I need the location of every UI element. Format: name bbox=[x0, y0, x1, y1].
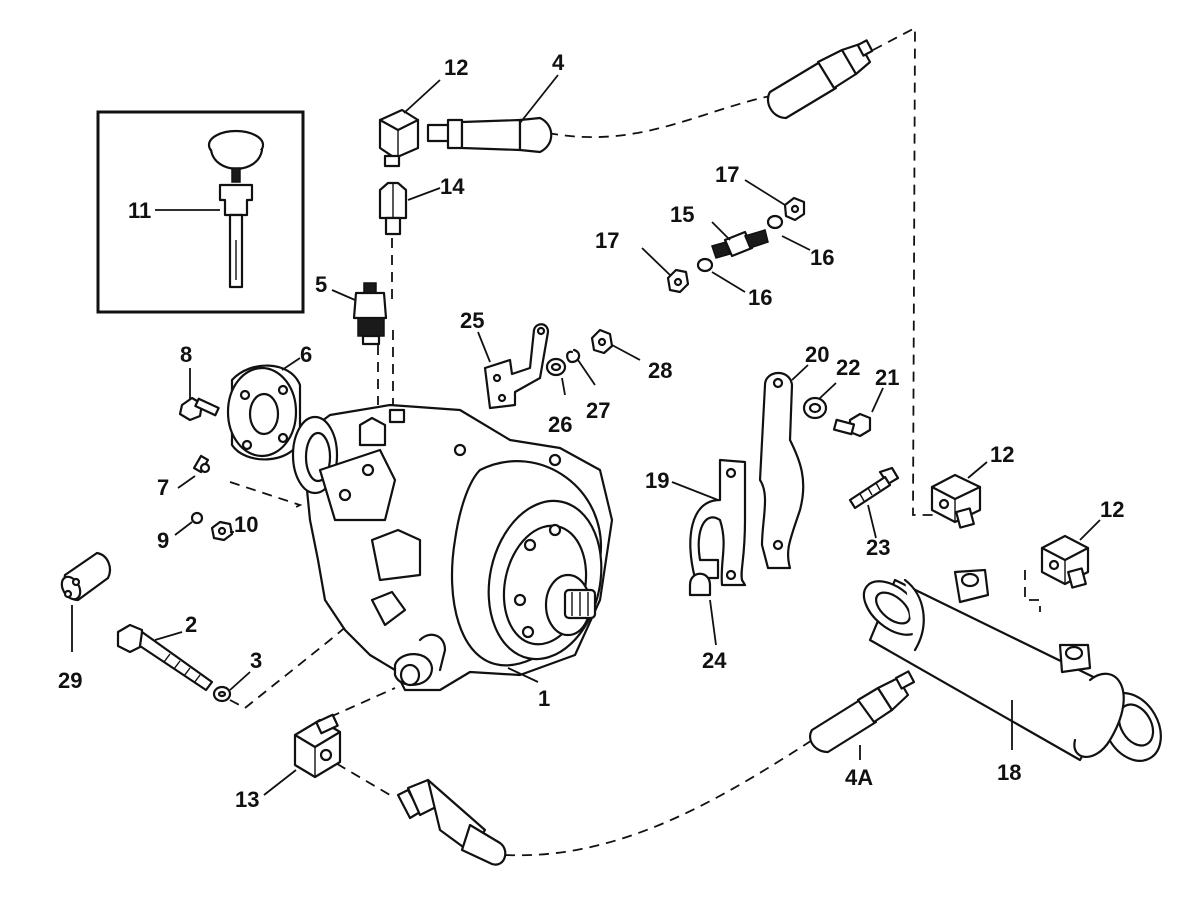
callout-17-left: 17 bbox=[595, 228, 619, 253]
leader-lines bbox=[71, 74, 1101, 796]
elbow-fitting-top bbox=[378, 108, 420, 168]
hose-clamp-19 bbox=[689, 458, 747, 587]
callout-22: 22 bbox=[836, 355, 860, 380]
callout-27: 27 bbox=[586, 398, 610, 423]
callout-21: 21 bbox=[875, 365, 899, 390]
hose-clamp-20 bbox=[758, 371, 805, 570]
callout-8: 8 bbox=[180, 342, 192, 367]
bolts-and-washers-right bbox=[688, 396, 900, 597]
callout-4a: 4A bbox=[845, 765, 873, 790]
callout-7: 7 bbox=[157, 475, 169, 500]
dipstick-inset bbox=[96, 110, 305, 314]
plug-29 bbox=[60, 551, 112, 602]
callout-20: 20 bbox=[805, 342, 829, 367]
adapter-fitting bbox=[378, 181, 408, 236]
callout-24: 24 bbox=[702, 648, 727, 673]
callout-25: 25 bbox=[460, 308, 484, 333]
temperature-sender bbox=[352, 282, 388, 346]
hose-fitting-4a bbox=[809, 670, 916, 754]
callout-11: 11 bbox=[128, 198, 151, 223]
callout-28: 28 bbox=[648, 358, 672, 383]
block-fitting-13 bbox=[293, 713, 342, 779]
callout-17-top: 17 bbox=[715, 162, 739, 187]
hose-fitting-upper-right bbox=[766, 39, 874, 120]
callout-12-far-right: 12 bbox=[1100, 497, 1124, 522]
callout-14: 14 bbox=[440, 174, 465, 199]
transmission-housing bbox=[291, 403, 614, 692]
callout-9: 9 bbox=[157, 528, 169, 553]
callout-18: 18 bbox=[997, 760, 1021, 785]
hose-fitting-bottom bbox=[396, 778, 507, 866]
callout-29: 29 bbox=[58, 668, 82, 693]
callout-2: 2 bbox=[185, 612, 197, 637]
callout-6: 6 bbox=[300, 342, 312, 367]
callout-labels: 1 2 3 4 4A 5 6 7 8 9 10 11 12 12 12 13 1… bbox=[58, 50, 1124, 812]
callout-5: 5 bbox=[315, 272, 327, 297]
callout-1: 1 bbox=[538, 686, 550, 711]
callout-12-top: 12 bbox=[444, 55, 468, 80]
callout-13: 13 bbox=[235, 787, 259, 812]
mounting-bracket-25 bbox=[483, 323, 550, 410]
callout-4: 4 bbox=[552, 50, 565, 75]
callout-23: 23 bbox=[866, 535, 890, 560]
callout-12-right: 12 bbox=[990, 442, 1014, 467]
bolt-and-washer bbox=[116, 623, 232, 703]
hose-fitting-top bbox=[426, 116, 553, 154]
callout-10: 10 bbox=[234, 512, 258, 537]
callout-3: 3 bbox=[250, 648, 262, 673]
heat-exchanger-18 bbox=[862, 568, 1162, 762]
callout-16-lower: 16 bbox=[748, 285, 772, 310]
callout-16-right: 16 bbox=[810, 245, 834, 270]
flange-and-hardware bbox=[178, 364, 302, 542]
stud-and-nuts bbox=[666, 196, 806, 294]
elbow-fittings-right bbox=[930, 473, 1090, 589]
callout-19: 19 bbox=[645, 468, 669, 493]
callout-15: 15 bbox=[670, 202, 694, 227]
callout-26: 26 bbox=[548, 412, 572, 437]
washers-and-nut bbox=[545, 328, 614, 377]
